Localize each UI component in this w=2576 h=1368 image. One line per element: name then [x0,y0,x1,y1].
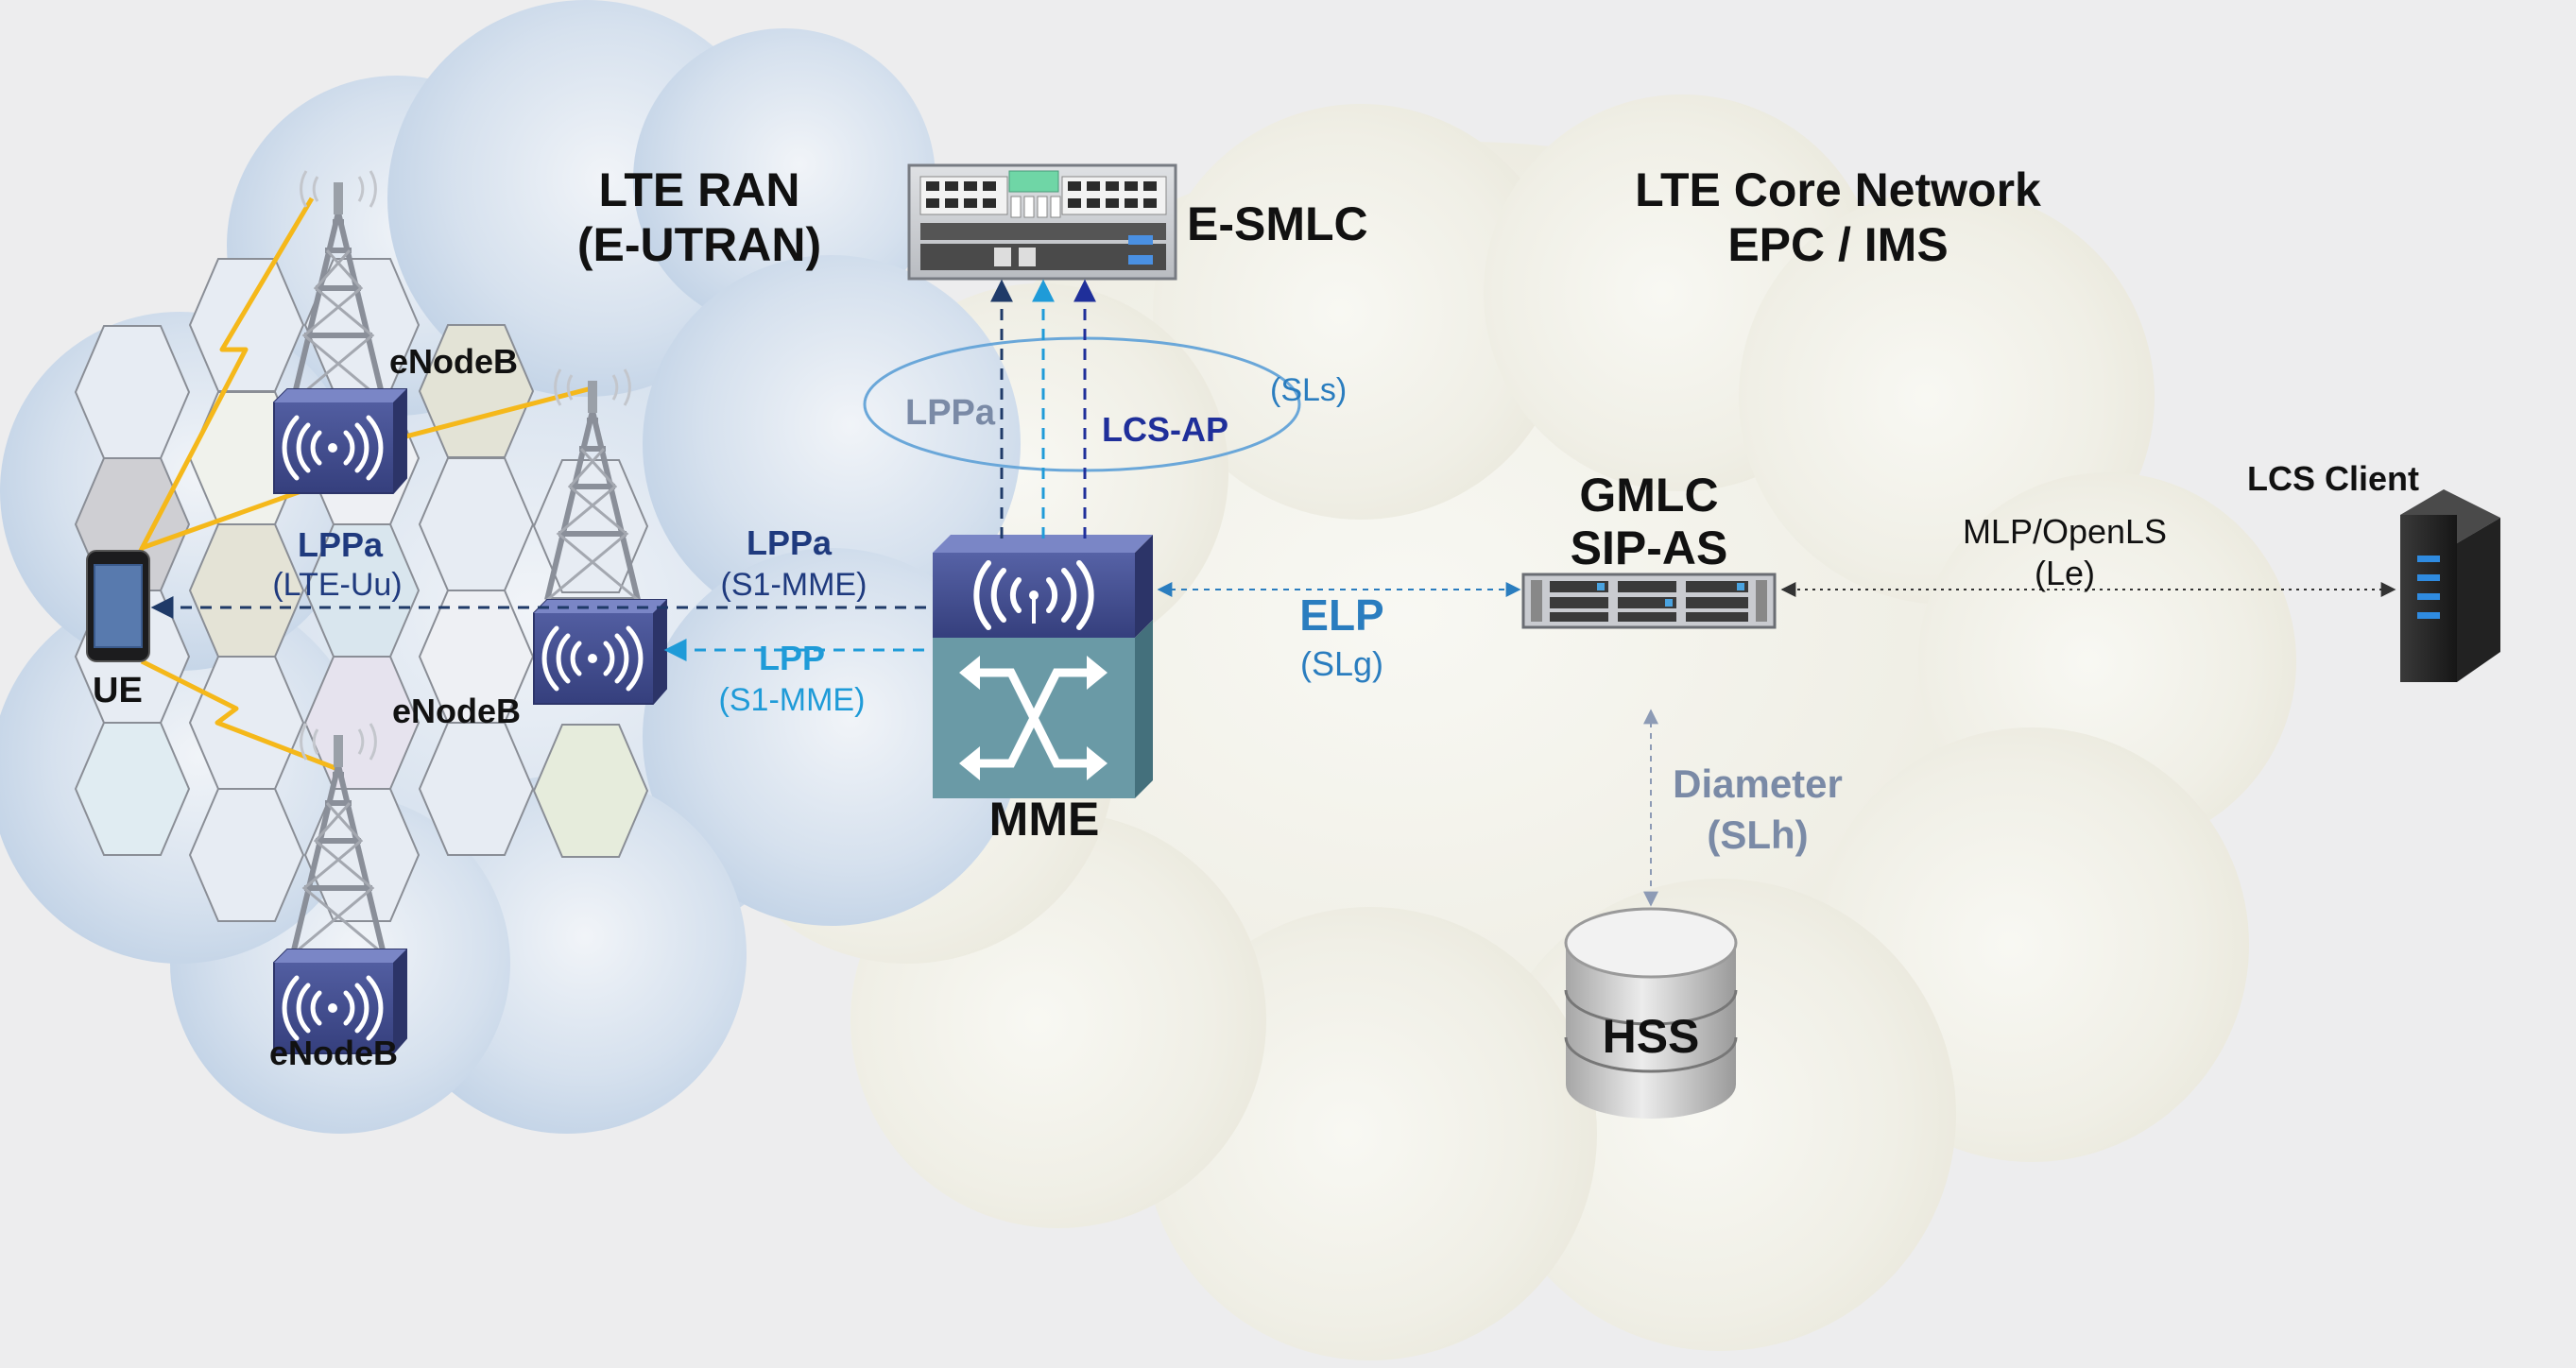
ran-title-line2: (E-UTRAN) [576,218,822,271]
slh-label: (SLh) [1707,812,1809,857]
ran-title-line1: LTE RAN [598,163,800,216]
sls-label: (SLs) [1270,372,1348,408]
mme-switch-icon [933,535,1153,798]
lcs-client-label: LCS Client [2247,459,2420,498]
slg-label: (SLg) [1299,644,1384,683]
elp-label: ELP [1299,590,1384,640]
lppa-s1-label: LPPa [746,523,833,562]
lppa-cell-label: LPPa [297,525,384,564]
core-title-line2: EPC / IMS [1727,218,1949,271]
gmlc-label-line2: SIP-AS [1570,522,1728,574]
database-icon [1564,907,1738,1119]
lppa-s1-sub-label: (S1-MME) [720,567,867,603]
mlp-label: MLP/OpenLS [1962,512,2168,551]
lppa-sls-label: LPPa [905,393,996,433]
enodeb-top-label: eNodeB [389,342,519,381]
enodeb-bottom-label: eNodeB [269,1034,399,1072]
lte-uu-label: (LTE-Uu) [272,567,403,603]
diameter-label: Diameter [1673,761,1843,806]
core-title-line1: LTE Core Network [1635,163,2041,216]
network-switch-icon [907,163,1177,281]
rack-server-icon [1521,573,1777,629]
lpp-label: LPP [758,639,825,677]
connectors [150,279,2396,907]
enodeb-mid-label: eNodeB [392,692,522,730]
mme-label: MME [988,793,1100,846]
hss-label: HSS [1602,1010,1700,1063]
le-label: (Le) [2034,554,2096,592]
core-title: LTE Core Network EPC / IMS [1559,162,2117,272]
smartphone-icon [86,550,150,662]
cell-grid [74,258,649,922]
gmlc-label-line1: GMLC [1579,469,1719,522]
lpp-sub-label: (S1-MME) [718,682,866,718]
esmlc-label: E-SMLC [1187,197,1368,250]
ran-title: LTE RAN (E-UTRAN) [529,162,869,272]
ue-label: UE [93,671,143,710]
lcs-ap-label: LCS-AP [1102,410,1228,449]
sls-interface-ellipse [863,336,1301,472]
core-network-cloud [699,94,2296,1360]
gmlc-label: GMLC SIP-AS [1512,469,1786,574]
tower-server-icon [2400,489,2500,682]
